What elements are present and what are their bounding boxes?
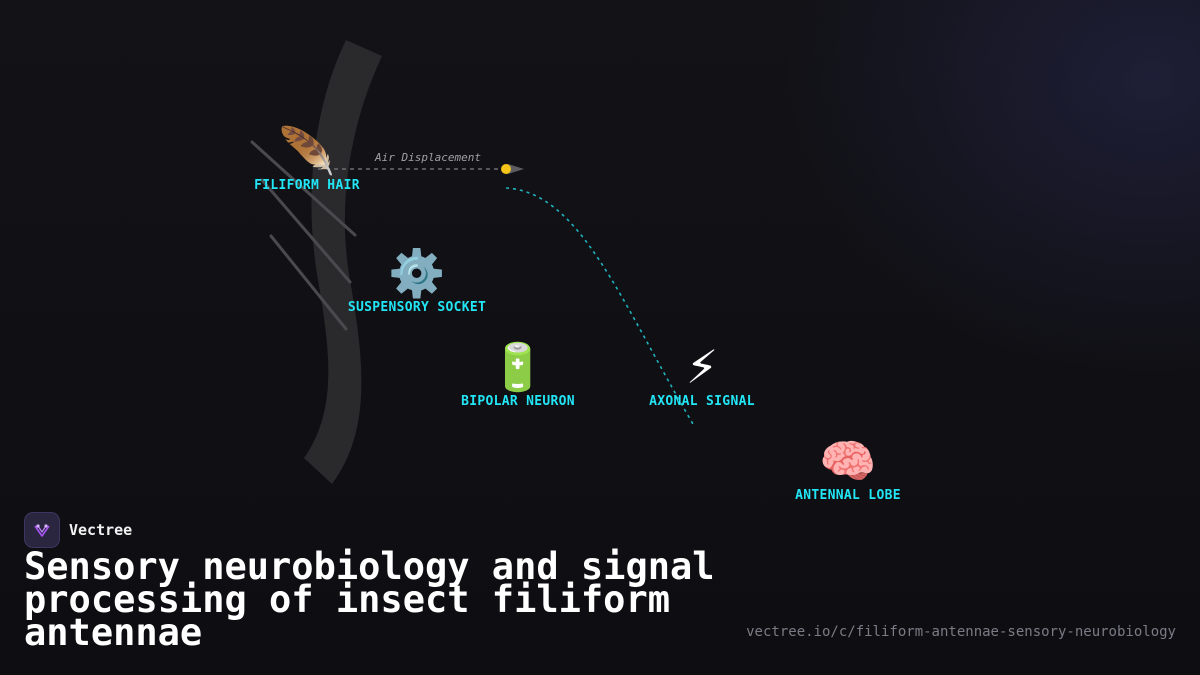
arrow-label: Air Displacement: [374, 151, 481, 164]
lightning-icon: ⚡: [685, 340, 719, 394]
signal-path: [505, 187, 694, 425]
node-axonal-signal: ⚡ AXONAL SIGNAL: [649, 340, 755, 409]
arrow-head: [508, 164, 524, 174]
hair-strand: [269, 234, 348, 331]
node-filiform-hair: 🪶 FILIFORM HAIR: [254, 124, 360, 193]
feather-icon: 🪶: [278, 124, 336, 178]
node-label: ANTENNAL LOBE: [795, 488, 901, 503]
battery-icon: 🔋: [489, 340, 547, 394]
antenna-shape: [304, 40, 382, 484]
gear-icon: ⚙️: [388, 246, 446, 300]
node-label: BIPOLAR NEURON: [461, 394, 575, 409]
node-label: AXONAL SIGNAL: [649, 394, 755, 409]
brand-name: Vectree: [69, 521, 133, 539]
vectree-logo-icon: [24, 512, 60, 548]
brand: Vectree: [24, 512, 132, 548]
air-particle: [501, 164, 511, 174]
page-title: Sensory neurobiology and signal processi…: [24, 545, 715, 654]
page-url: vectree.io/c/filiform-antennae-sensory-n…: [746, 624, 1176, 640]
hair-strand: [260, 178, 352, 284]
hair-strand: [250, 140, 357, 237]
node-label: FILIFORM HAIR: [254, 178, 360, 193]
node-antennal-lobe: 🧠 ANTENNAL LOBE: [795, 434, 901, 503]
node-bipolar-neuron: 🔋 BIPOLAR NEURON: [461, 340, 575, 409]
node-suspensory-socket: ⚙️ SUSPENSORY SOCKET: [348, 246, 486, 315]
brain-icon: 🧠: [819, 434, 877, 488]
node-label: SUSPENSORY SOCKET: [347, 300, 487, 315]
